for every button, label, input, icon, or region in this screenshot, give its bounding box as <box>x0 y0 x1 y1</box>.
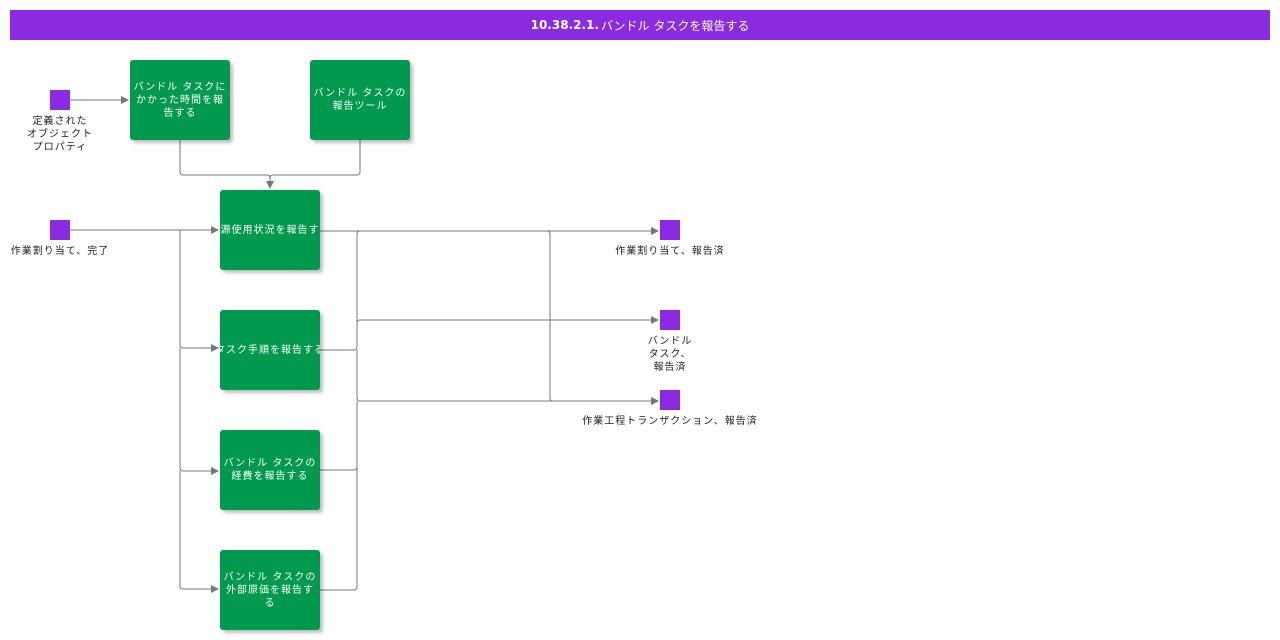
title-number: 10.38.2.1. <box>530 18 599 32</box>
event-node-bundle-reported[interactable] <box>660 310 680 330</box>
event-node-assignment-reported[interactable] <box>660 220 680 240</box>
edge-completed-to-steps <box>179 230 219 352</box>
process-report-tools[interactable]: バンドル タスクの報告ツール <box>310 60 410 140</box>
edge-time-to-resource <box>179 140 274 189</box>
edge-completed-to-expenses <box>179 348 219 475</box>
event-node-assignment-completed[interactable] <box>50 220 70 240</box>
edge-steps-up <box>356 230 361 347</box>
edge-steps-to-transaction <box>356 350 659 405</box>
process-report-external-cost[interactable]: バンドル タスクの外部原価を報告する <box>220 550 320 630</box>
title-name: バンドル タスクを報告する <box>600 18 750 33</box>
label-assignment-reported: 作業割り当て、報告済 <box>615 246 725 257</box>
edge-expenses-to-transaction <box>320 401 358 471</box>
process-report-task-steps[interactable]: タスク手順を報告する <box>220 310 320 390</box>
label-assignment-completed: 作業割り当て、完了 <box>10 246 110 257</box>
edge-steps-to-bundle-reported <box>320 316 659 351</box>
event-node-transaction-reported[interactable] <box>660 390 680 410</box>
process-report-time[interactable]: バンドル タスクにかかった時間を報告する <box>130 60 230 140</box>
edge-completed-to-external <box>179 471 219 593</box>
process-report-resource-usage[interactable]: 資源使用状況を報告する <box>220 190 320 270</box>
edge-tools-to-resource <box>269 140 361 179</box>
edge-external-to-transaction <box>320 467 358 591</box>
process-report-expenses[interactable]: バンドル タスクの経費を報告する <box>220 430 320 510</box>
event-node-defined-properties[interactable] <box>50 90 70 110</box>
label-bundle-reported: バンドル タスク、 報告済 <box>647 336 693 373</box>
label-transaction-reported: 作業工程トランザクション、報告済 <box>582 416 758 427</box>
label-defined-properties: 定義された オブジェクト プロパティ <box>27 116 93 153</box>
diagram-title: 10.38.2.1. バンドル タスクを報告する <box>10 10 1270 40</box>
